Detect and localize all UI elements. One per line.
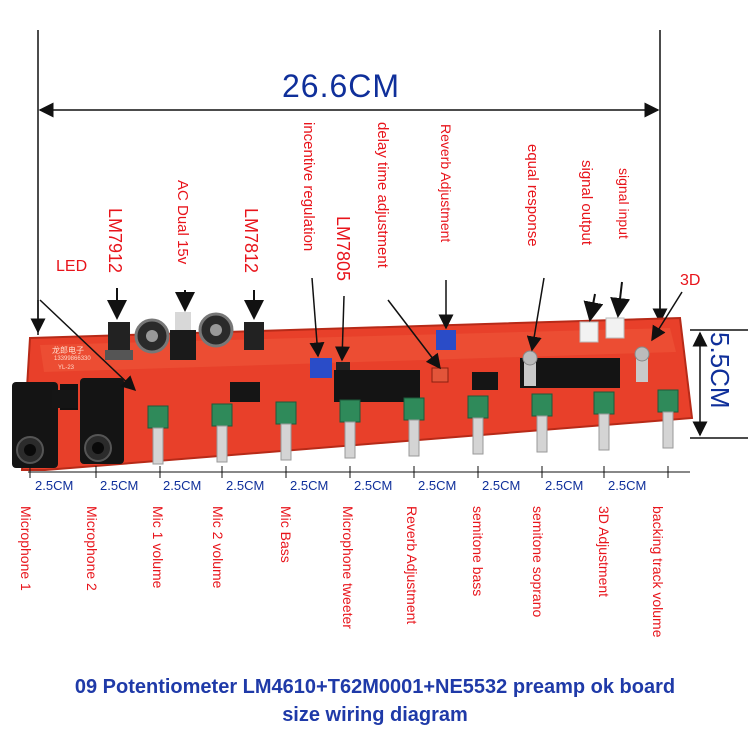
potentiometer (147, 405, 169, 465)
lm7812-label: LM7812 (241, 208, 261, 274)
main-ic-1 (334, 370, 420, 402)
spacing-label: 2.5CM (35, 478, 74, 493)
delay-switch (431, 367, 449, 383)
equal-response-knob (522, 350, 538, 386)
spacing-label: 2.5CM (226, 478, 265, 493)
led-label: LED (56, 258, 88, 275)
main-ic-2 (520, 358, 620, 388)
bottom-label: 3D Adjustment (596, 506, 612, 598)
spacing-label: 2.5CM (354, 478, 393, 493)
bottom-label: Microphone 2 (84, 506, 100, 591)
length-label: 26.6CM (282, 68, 401, 104)
lm7912-label: LM7912 (105, 208, 125, 274)
lm7812-regulator (244, 322, 264, 350)
spacing-label: 2.5CM (163, 478, 202, 493)
potentiometer (403, 397, 425, 457)
reverb-trimmer (436, 330, 456, 350)
spacing-label: 2.5CM (545, 478, 584, 493)
spacing-label: 2.5CM (418, 478, 457, 493)
ac-connector (170, 330, 196, 360)
potentiometer (275, 401, 297, 461)
potentiometer (211, 403, 233, 463)
board-phone: 13399866330 (54, 356, 91, 362)
potentiometer (593, 391, 615, 451)
bottom-label: backing track volume (650, 506, 666, 638)
bottom-label: Microphone 1 (18, 506, 34, 591)
potentiometer (467, 395, 489, 455)
bottom-label: Mic 2 volume (210, 506, 226, 589)
caption-line-1: 09 Potentiometer LM4610+T62M0001+NE5532 … (74, 676, 676, 698)
ac-dual-label: AC Dual 15v (174, 180, 191, 265)
incentive-regulation-label: incentive regulation (300, 122, 317, 252)
height-label: 5.5CM (705, 332, 735, 409)
spacing-label: 2.5CM (100, 478, 139, 493)
incentive-trimmer (310, 358, 332, 378)
reverb-adjustment-top-label: Reverb Adjustment (438, 124, 454, 243)
bottom-label: Reverb Adjustment (404, 506, 420, 625)
signal-input-connector (605, 317, 625, 339)
bottom-label: Mic Bass (278, 506, 294, 563)
equal-response-label: equal response (524, 144, 541, 247)
bottom-label: Mic 1 volume (150, 506, 166, 589)
bottom-label: Microphone tweeter (340, 506, 356, 629)
signal-output-label: signal output (578, 160, 595, 246)
bottom-label: semitone soprano (530, 506, 546, 618)
potentiometer (531, 393, 553, 453)
lm7805-label: LM7805 (333, 216, 353, 282)
bottom-label: semitone bass (470, 506, 486, 597)
caption-line-2: size wiring diagram (282, 704, 468, 726)
spacing-label: 2.5CM (482, 478, 521, 493)
spacing-label: 2.5CM (608, 478, 647, 493)
3d-label: 3D (680, 272, 701, 289)
lm7912-regulator (108, 322, 130, 352)
spacing-label: 2.5CM (290, 478, 329, 493)
board-brand: 龙郎电子 (52, 346, 84, 355)
potentiometer (339, 399, 361, 459)
signal-input-label: signal input (616, 168, 632, 239)
signal-output-connector (579, 321, 599, 343)
delay-time-label: delay time adjustment (374, 122, 391, 268)
potentiometer (657, 389, 679, 449)
3d-knob (634, 346, 650, 382)
board-model: YL-23 (58, 365, 75, 371)
